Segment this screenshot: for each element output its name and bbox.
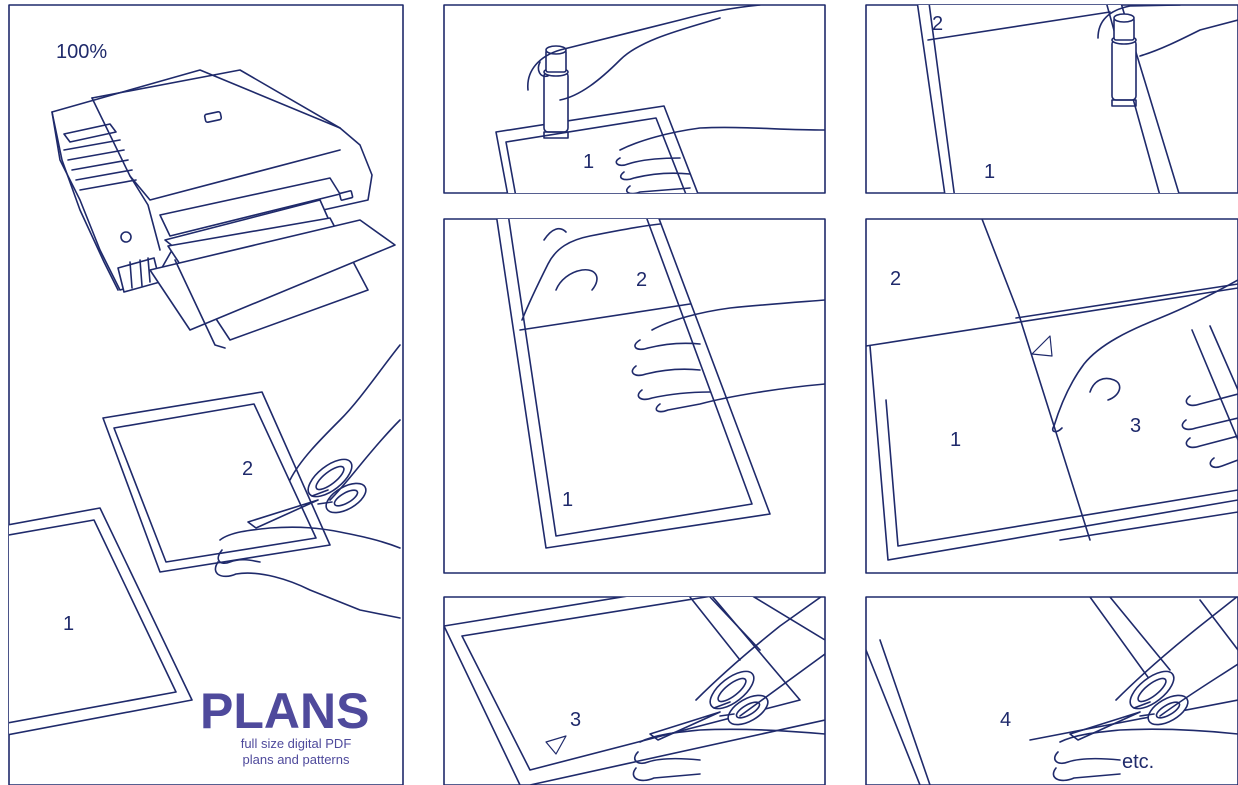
- panel4-sheet-2-label: 2: [636, 269, 647, 291]
- scissors-icon-3: [1070, 665, 1193, 740]
- panel7-sheet-4-label: 4: [1000, 709, 1011, 731]
- sheet-1-label: 1: [63, 613, 74, 635]
- sheet-2-label: 2: [242, 458, 253, 480]
- glue-stick-icon-2: [1112, 14, 1136, 106]
- panel5-sheet-1-label: 1: [950, 429, 961, 451]
- panel2-sheet-1-label: 1: [583, 151, 594, 173]
- panel5-sheet-3-label: 3: [1130, 415, 1141, 437]
- alignment-triangle-icon: [1032, 336, 1052, 356]
- brand-tagline-line1: full size digital PDF: [241, 736, 352, 751]
- brand-title: PLANS: [200, 683, 369, 739]
- scale-label: 100%: [56, 41, 107, 63]
- printer-drawing: [52, 70, 395, 348]
- panel3-sheet-2-label: 2: [932, 13, 943, 35]
- continue-label: etc.: [1122, 751, 1154, 773]
- panel3-sheet-1-label: 1: [984, 161, 995, 183]
- panel-cut-sheet-4: [866, 597, 1238, 785]
- panel5-sheet-2-label: 2: [890, 268, 901, 290]
- brand-tagline-line2: plans and patterns: [243, 752, 350, 767]
- panel6-sheet-3-label: 3: [570, 709, 581, 731]
- panel4-sheet-1-label: 1: [562, 489, 573, 511]
- glue-stick-icon: [544, 46, 568, 138]
